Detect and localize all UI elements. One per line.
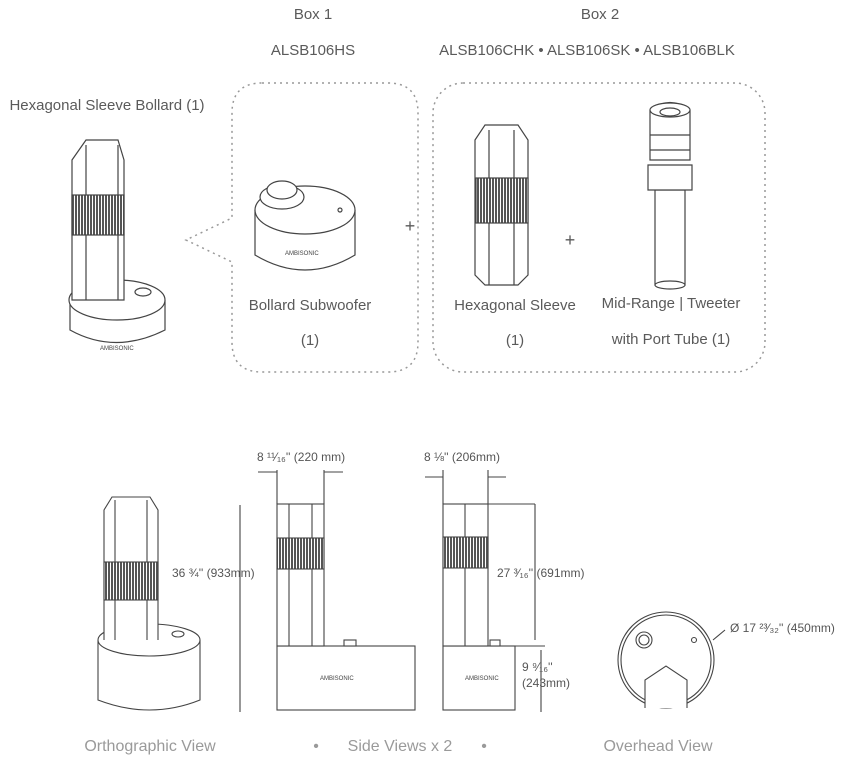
box1-title: Box 1 (293, 6, 333, 23)
svg-text:AMBISONIC: AMBISONIC (285, 251, 319, 257)
dimension-diameter: Ø 17 ²³⁄₃₂'' (450mm) (730, 621, 835, 635)
svg-text:AMBISONIC: AMBISONIC (320, 676, 354, 682)
assembled-label: Hexagonal Sleeve Bollard (1) (9, 97, 205, 114)
item-name: Bollard Subwoofer (248, 297, 372, 314)
dimension-width-a: 8 ¹¹⁄₁₆'' (220 mm) (257, 450, 346, 464)
bullet: • (481, 738, 487, 755)
plus-sign: + (404, 216, 416, 236)
svg-text:AMBISONIC: AMBISONIC (465, 676, 499, 682)
orthographic-view-illustration (97, 496, 201, 711)
item-name: Mid-Range | Tweeter (601, 295, 741, 312)
side-view-2-illustration: AMBISONIC (425, 470, 545, 712)
item-qty: with Port Tube (1) (611, 331, 731, 348)
dimension-width-b: 8 ⅛'' (206mm) (424, 450, 500, 464)
orthographic-view-label: Orthographic View (84, 738, 216, 755)
side-views-label: Side Views x 2 (347, 738, 453, 755)
plus-sign: + (564, 230, 576, 250)
box1-model: ALSB106HS (270, 42, 356, 59)
box2-title: Box 2 (580, 6, 620, 23)
box1-outline (184, 82, 419, 373)
mid-range-tweeter-illustration (647, 101, 693, 290)
bollard-subwoofer-illustration: AMBISONIC (254, 180, 356, 271)
svg-text:AMBISONIC: AMBISONIC (100, 346, 134, 352)
side-view-1-illustration: AMBISONIC (239, 470, 416, 712)
box2-outline (432, 82, 766, 373)
bullet: • (313, 738, 319, 755)
assembled-bollard-illustration: AMBISONIC (68, 139, 166, 352)
item-qty: (1) (300, 332, 320, 349)
dimension-sleeve-height: 27 ³⁄₁₆'' (691mm) (497, 566, 585, 580)
dimension-total-height: 36 ¾'' (933mm) (172, 566, 255, 580)
overhead-view-illustration (617, 611, 726, 709)
item-qty: (1) (505, 332, 525, 349)
dimension-base-height-in: 9 ⁹⁄₁₆'' (522, 660, 553, 674)
dimension-base-height-mm: (243mm) (522, 676, 571, 690)
hexagonal-sleeve-illustration (474, 124, 529, 286)
item-name: Hexagonal Sleeve (454, 297, 576, 314)
box2-models: ALSB106CHK • ALSB106SK • ALSB106BLK (439, 42, 735, 59)
overhead-view-label: Overhead View (603, 738, 713, 755)
